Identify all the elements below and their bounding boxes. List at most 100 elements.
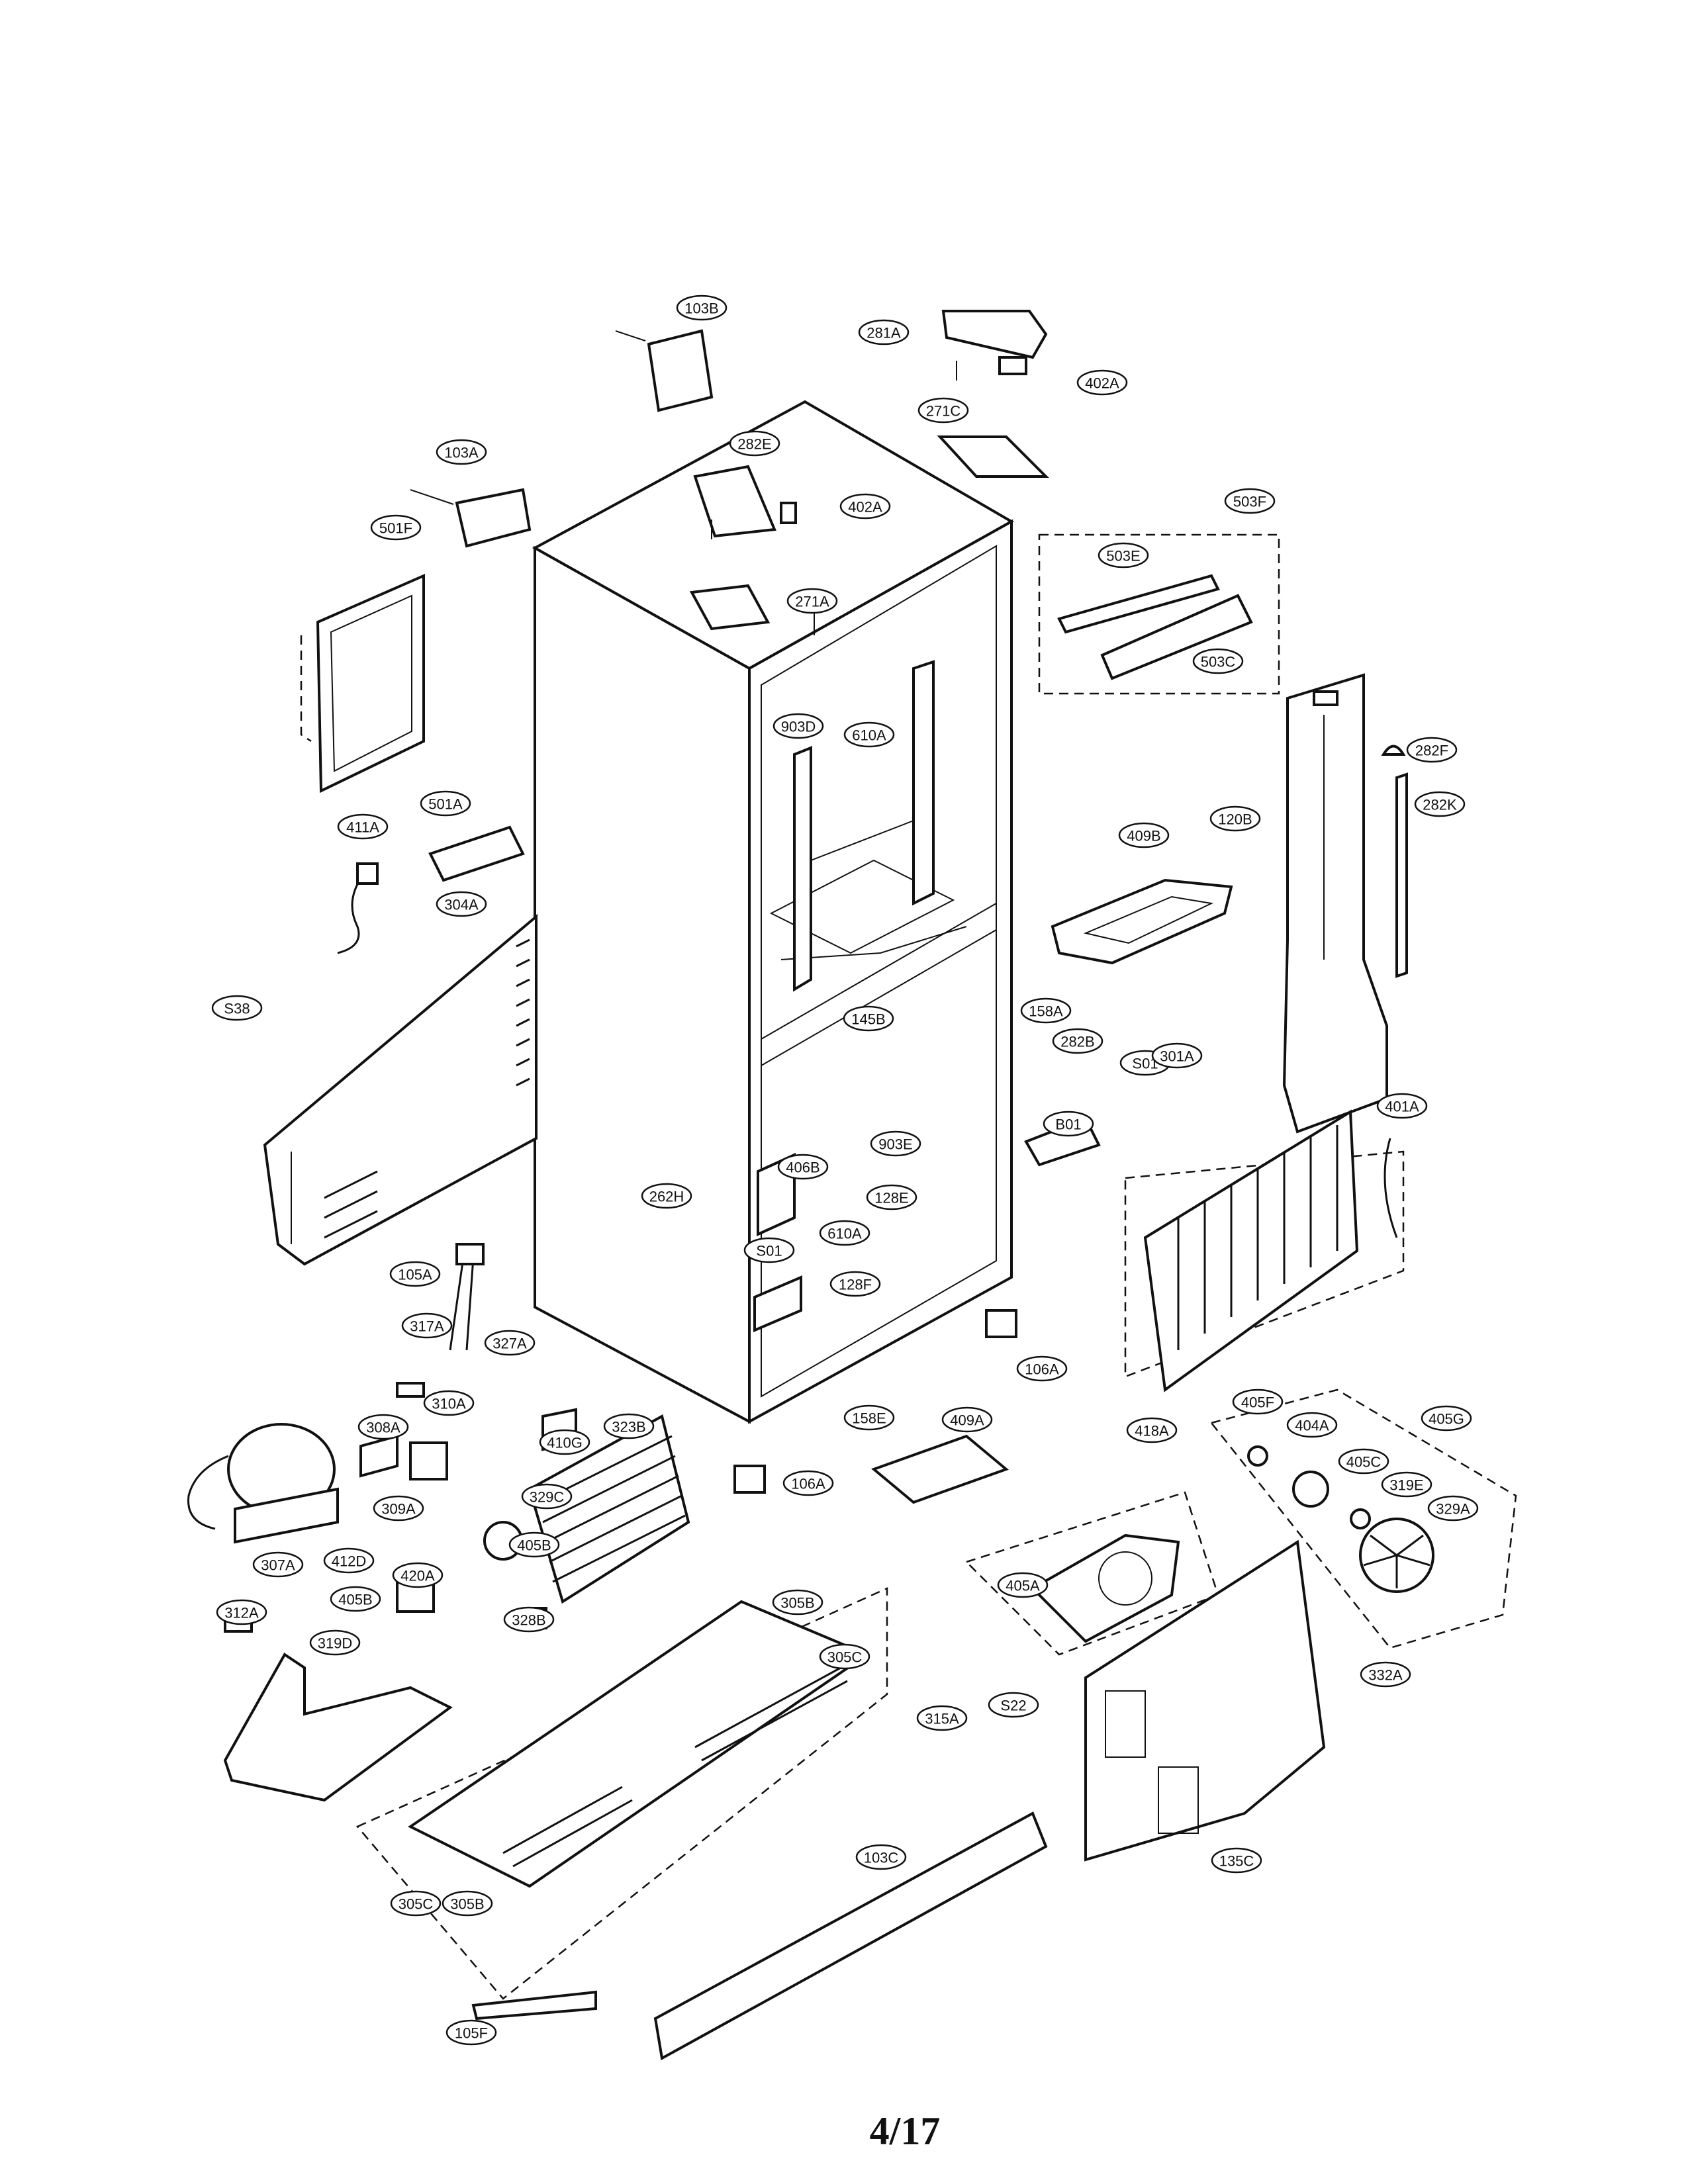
callout-oval [1126,1417,1178,1443]
callout-oval [423,1390,475,1416]
callout-328b: 328B [503,1606,555,1633]
callout-610a: 610A [819,1220,870,1246]
callout-text: 282K [1423,797,1457,813]
callout-610a: 610A [843,721,895,748]
callout-text: 312A [224,1605,259,1621]
callout-oval [330,1586,381,1612]
callout-text: 315A [925,1711,959,1727]
callout-oval [1224,488,1276,514]
callout-oval [1381,1471,1432,1498]
callout-text: 501F [379,520,412,537]
callout-oval [370,514,422,541]
callout-text: 158E [852,1410,886,1427]
callout-text: 305B [780,1595,814,1612]
callout-oval [1192,648,1244,674]
callout-text: 308A [366,1420,400,1436]
callout-text: 329C [530,1489,565,1506]
callout-oval [216,1599,267,1625]
callout-145b: 145B [843,1005,894,1032]
drawer-handle-icon [471,1811,1048,2061]
callout-text: 128F [839,1277,872,1293]
callout-308a: 308A [357,1414,409,1440]
callout-oval [521,1483,573,1510]
callout-903d: 903D [773,713,824,739]
callout-128f: 128F [829,1271,881,1297]
callout-text: 401A [1385,1099,1419,1115]
callout-oval [1427,1495,1479,1522]
callout-text: 105A [398,1267,432,1283]
callout-oval [941,1406,993,1433]
callout-oval [1338,1448,1389,1475]
callout-327a: 327A [484,1330,536,1356]
callout-text: 305C [399,1896,434,1913]
back-cover [263,913,538,1266]
callout-158a: 158A [1020,997,1072,1024]
callout-103c: 103C [855,1844,907,1870]
callout-text: 282B [1060,1034,1094,1050]
callout-405c: 405C [1338,1448,1389,1475]
callout-oval [357,1414,409,1440]
callout-oval [420,790,471,817]
callout-s01: S01 [743,1237,795,1263]
callout-420a: 420A [392,1562,444,1588]
callout-text: 405A [1006,1578,1040,1594]
callout-315a: 315A [916,1705,968,1731]
callout-text: 418A [1135,1423,1169,1439]
callout-text: 411A [346,819,379,836]
callout-text: 328B [512,1612,545,1629]
callout-text: 503C [1201,654,1236,670]
callout-oval [401,1312,453,1339]
callout-271a: 271A [786,588,838,614]
callout-text: 319E [1389,1477,1423,1494]
callout-281a: 281A [858,319,910,345]
callout-oval [389,1261,441,1287]
callout-oval [508,1531,560,1558]
callout-text: 405C [1346,1454,1382,1471]
callout-106a: 106A [1016,1355,1068,1382]
cup-holder [871,1434,1009,1504]
callout-oval [1016,1355,1068,1382]
callout-text: 405B [338,1592,372,1608]
callout-text: S22 [1000,1698,1026,1714]
callout-411a: 411A [337,813,389,840]
callout-labels: 103B281A402A271C282E402A103A503F501F271A… [211,295,1479,2046]
callout-oval [997,1572,1049,1598]
evaporator-cover-kit [1038,533,1280,695]
callout-text: S01 [756,1243,782,1259]
callout-text: 329A [1436,1501,1470,1518]
callout-b01: B01 [1043,1111,1094,1137]
callout-text: 327A [492,1336,527,1352]
callout-oval [1098,542,1149,569]
callout-312a: 312A [216,1599,267,1625]
callout-text: 503E [1106,548,1140,565]
callout-oval [1232,1388,1284,1415]
callout-text: 410G [547,1435,583,1451]
callout-text: 610A [827,1226,862,1242]
callout-135c: 135C [1211,1847,1262,1874]
callout-105f: 105F [445,2019,497,2046]
callout-text: 903E [878,1136,912,1153]
callout-262h: 262H [641,1183,692,1209]
callout-oval [1406,737,1458,763]
callout-text: 409A [950,1412,984,1429]
leveling-feet [733,1309,1017,1494]
callout-oval [829,1271,881,1297]
callout-329a: 329A [1427,1495,1479,1522]
callout-412d: 412D [323,1547,375,1574]
callout-text: S38 [224,1001,250,1017]
callout-120b: 120B [1209,805,1261,832]
callout-319d: 319D [309,1629,361,1656]
callout-text: 105F [455,2025,488,2042]
callout-text: 406B [786,1160,820,1176]
callout-158e: 158E [843,1404,895,1431]
callout-oval [917,397,969,424]
page-number: 4/17 [870,2109,941,2153]
callout-271c: 271C [917,397,969,424]
callout-oval [773,713,824,739]
callout-oval [1286,1412,1338,1438]
callout-text: 271A [795,594,829,610]
callout-oval [1376,1093,1428,1119]
callout-402a: 402A [1076,369,1128,396]
callout-401a: 401A [1376,1093,1428,1119]
callout-text: 304A [444,897,479,913]
